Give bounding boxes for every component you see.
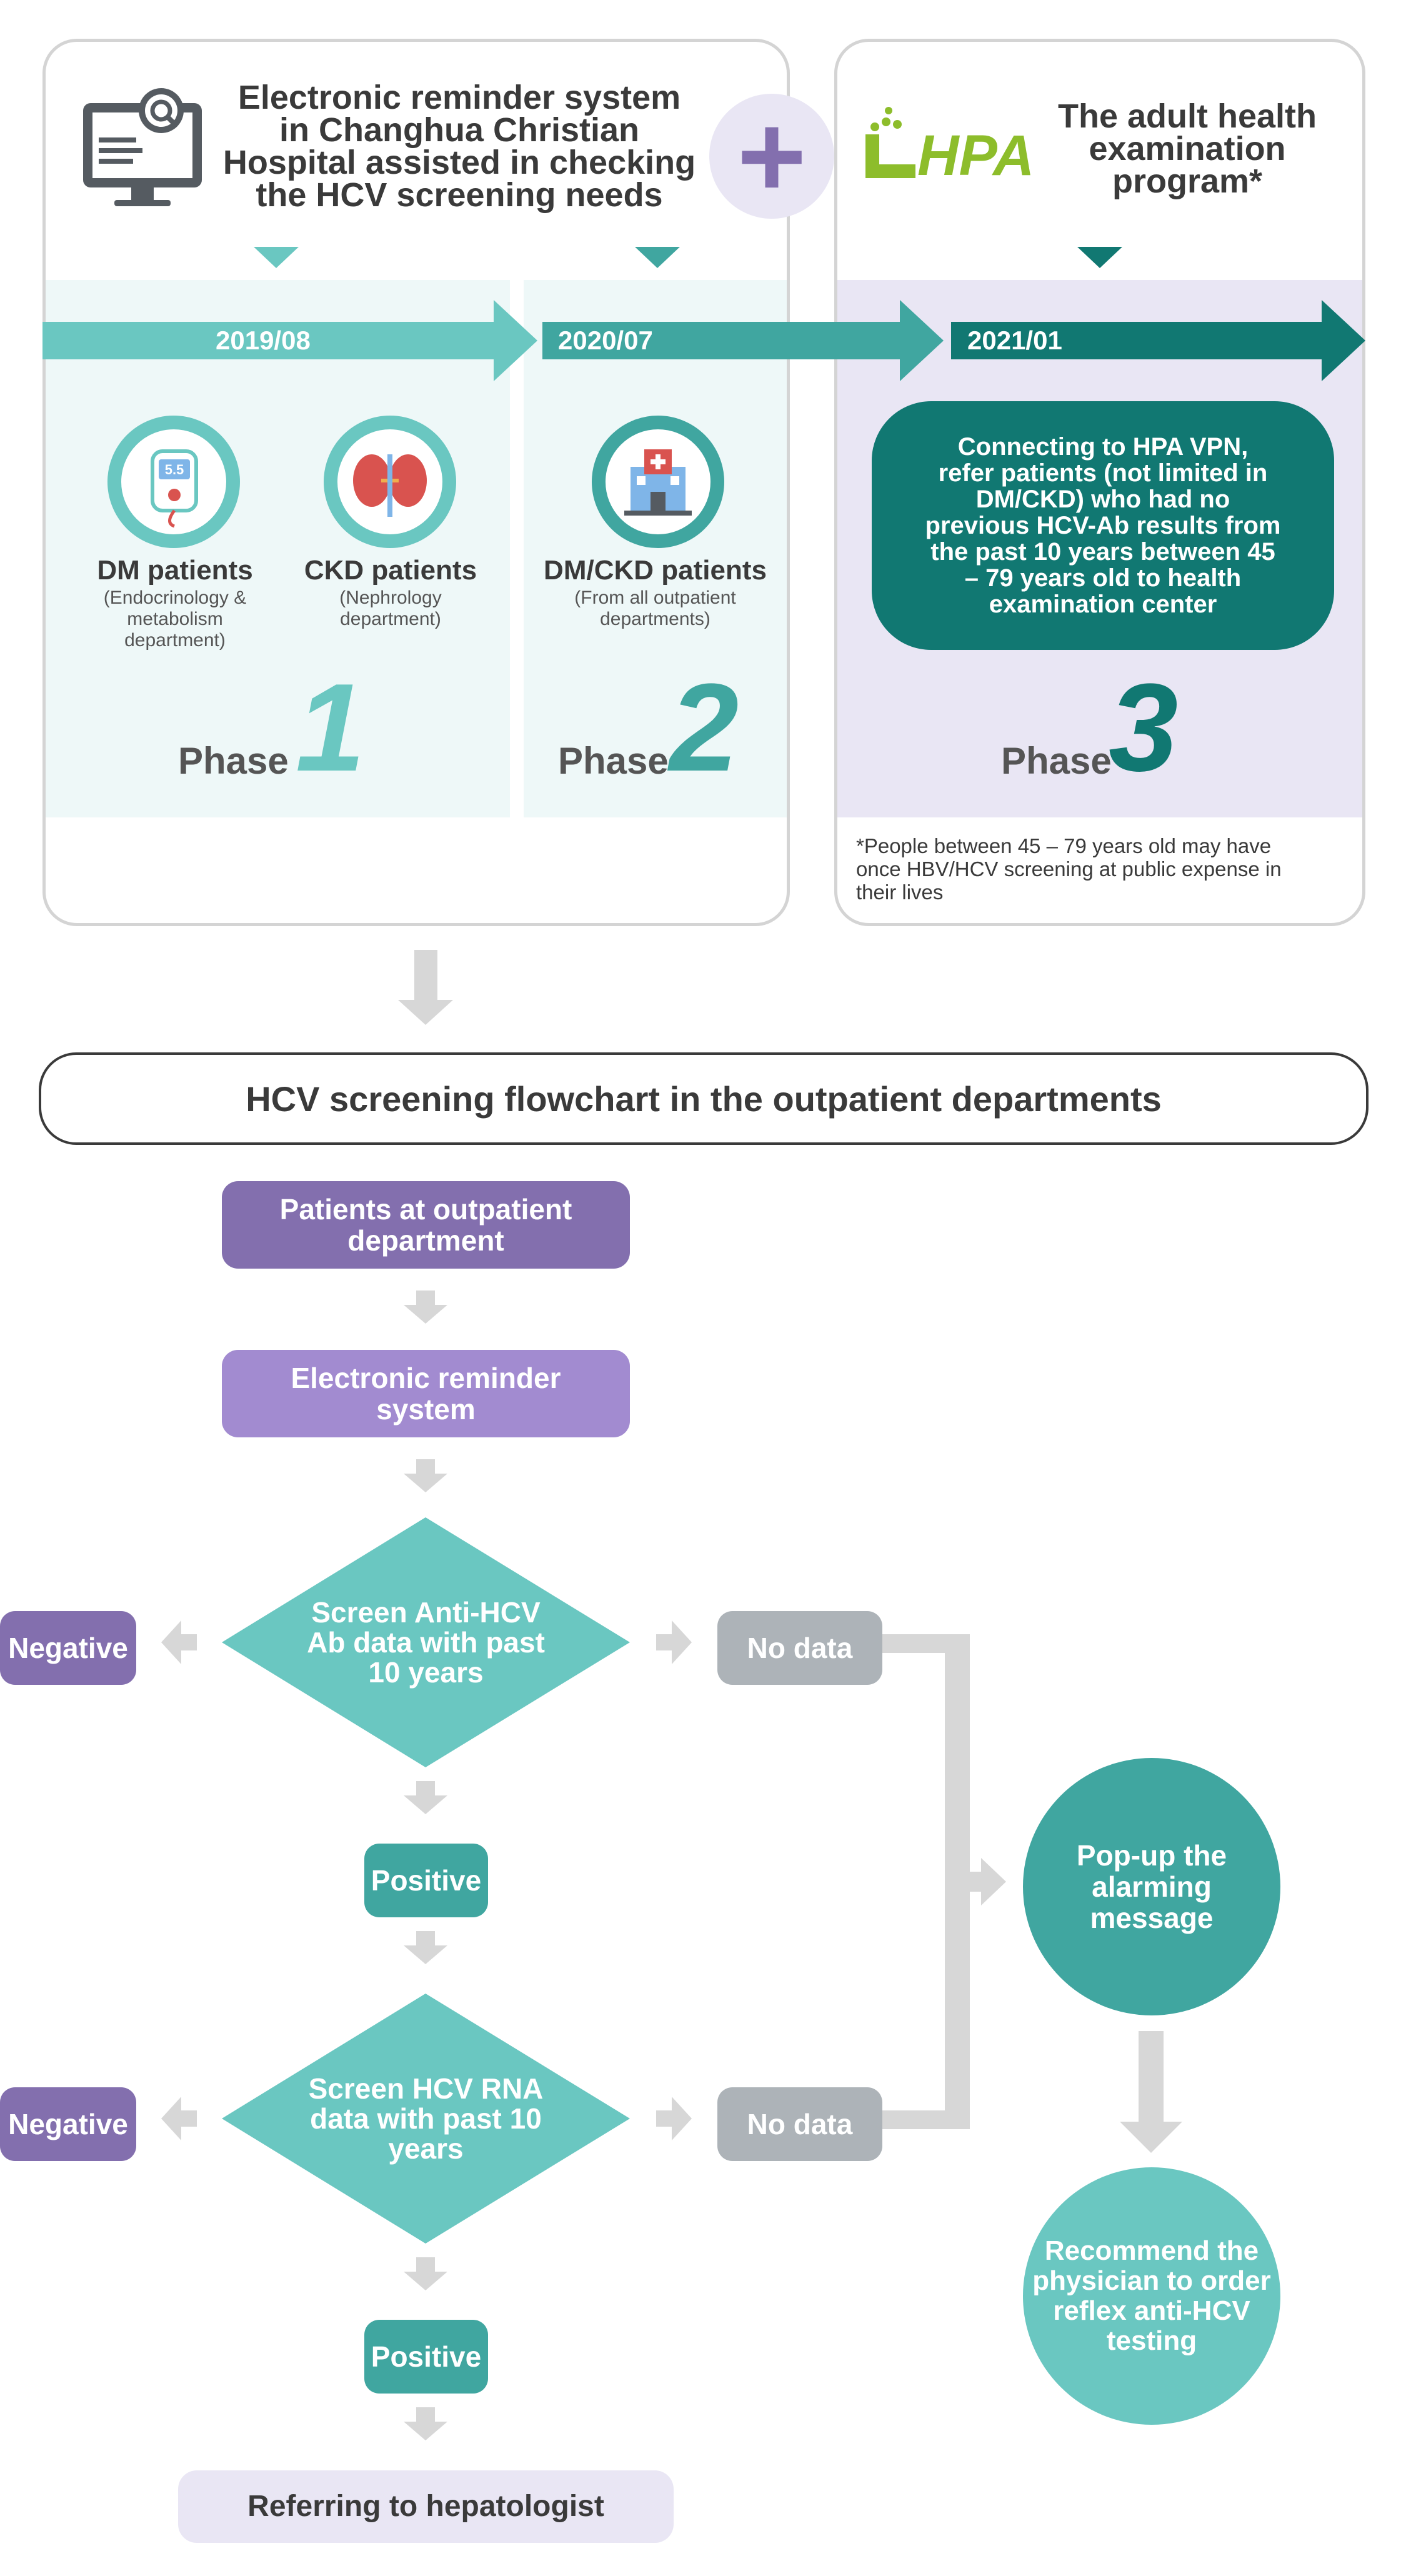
svg-text:5.5: 5.5: [165, 462, 184, 477]
referring-node: Referring to hepatologist: [178, 2470, 674, 2543]
arrow-down-5: [404, 2257, 447, 2290]
pointer-triangle-1: [254, 247, 299, 268]
timeline-arrow-3: [951, 300, 1365, 381]
positive-node-1: Positive: [364, 1844, 488, 1917]
no-data-node-2: No data: [717, 2087, 882, 2161]
group-title-dmckd: DM/CKD patients: [544, 555, 767, 586]
flowchart-banner-text: HCV screening flowchart in the outpatien…: [246, 1079, 1162, 1119]
date-label-2: 2020/07: [558, 326, 653, 355]
flowchart-banner: HCV screening flowchart in the outpatien…: [39, 1052, 1369, 1145]
group-title-dm: DM patients: [97, 555, 253, 586]
popup-message-node: Pop-up the alarming message: [1023, 1758, 1280, 2015]
hpa-logo: HPA: [862, 103, 1037, 191]
arrow-down-4: [404, 1931, 447, 1964]
arrow-right-popup: [970, 1858, 1006, 1905]
positive-node-2: Positive: [364, 2320, 488, 2394]
footnote: *People between 45 – 79 years old may ha…: [856, 834, 1282, 904]
group-sub-ckd: (Nephrology department): [339, 587, 442, 629]
timeline-arrow-2: [542, 300, 944, 381]
hpa-logo-text: HPA: [917, 124, 1035, 187]
patients-node: Patients at outpatient department: [222, 1181, 630, 1269]
phase1-panel: [46, 280, 510, 817]
pointer-triangle-3: [1077, 247, 1122, 268]
arrow-down-3: [404, 1781, 447, 1814]
screen-rna-diamond: [222, 1994, 630, 2244]
negative-node-1: Negative: [0, 1611, 136, 1685]
arrow-right-nodata-1: [656, 1620, 692, 1664]
phase2-panel: [524, 280, 787, 817]
arrow-down-6: [404, 2407, 447, 2440]
no-data-node-1: No data: [717, 1611, 882, 1685]
arrow-down-top: [398, 950, 453, 1025]
plus-icon: +: [737, 90, 807, 222]
negative-node-2: Negative: [0, 2087, 136, 2161]
screen-rna-text: Screen HCV RNA data with past 10 years: [308, 2072, 544, 2165]
pointer-triangle-2: [635, 247, 680, 268]
group-sub-dmckd: (From all outpatient departments): [574, 587, 736, 629]
reminder-node: Electronic reminder system: [222, 1350, 630, 1437]
left-card-title: Electronic reminder system in Changhua C…: [222, 79, 696, 214]
recommend-node: Recommend the physician to order reflex …: [1023, 2167, 1280, 2425]
computer-monitor-icon: [80, 84, 205, 216]
hospital-icon: [592, 416, 724, 548]
screen-ab-diamond: [222, 1517, 630, 1767]
date-label-3: 2021/01: [967, 326, 1062, 355]
phase3-description-box: Connecting to HPA VPN, refer patients (n…: [872, 401, 1334, 650]
group-title-ckd: CKD patients: [304, 555, 477, 586]
timeline-arrows: [42, 300, 1365, 381]
arrow-left-negative-1: [161, 1620, 197, 1664]
plus-circle: +: [709, 94, 834, 219]
arrow-right-nodata-2: [656, 2097, 692, 2140]
timeline-arrow-1: [42, 300, 537, 381]
group-sub-dm: (Endocrinology & metabolism department): [103, 587, 247, 651]
arrow-down-recommend: [1120, 2031, 1182, 2153]
right-card-title: The adult health examination program*: [1057, 97, 1317, 200]
arrow-down-2: [404, 1459, 447, 1492]
arrow-down-1: [404, 1290, 447, 1324]
arrow-left-negative-2: [161, 2097, 197, 2140]
date-label-1: 2019/08: [216, 326, 311, 355]
screen-ab-text: Screen Anti-HCV Ab data with past 10 yea…: [307, 1596, 545, 1689]
